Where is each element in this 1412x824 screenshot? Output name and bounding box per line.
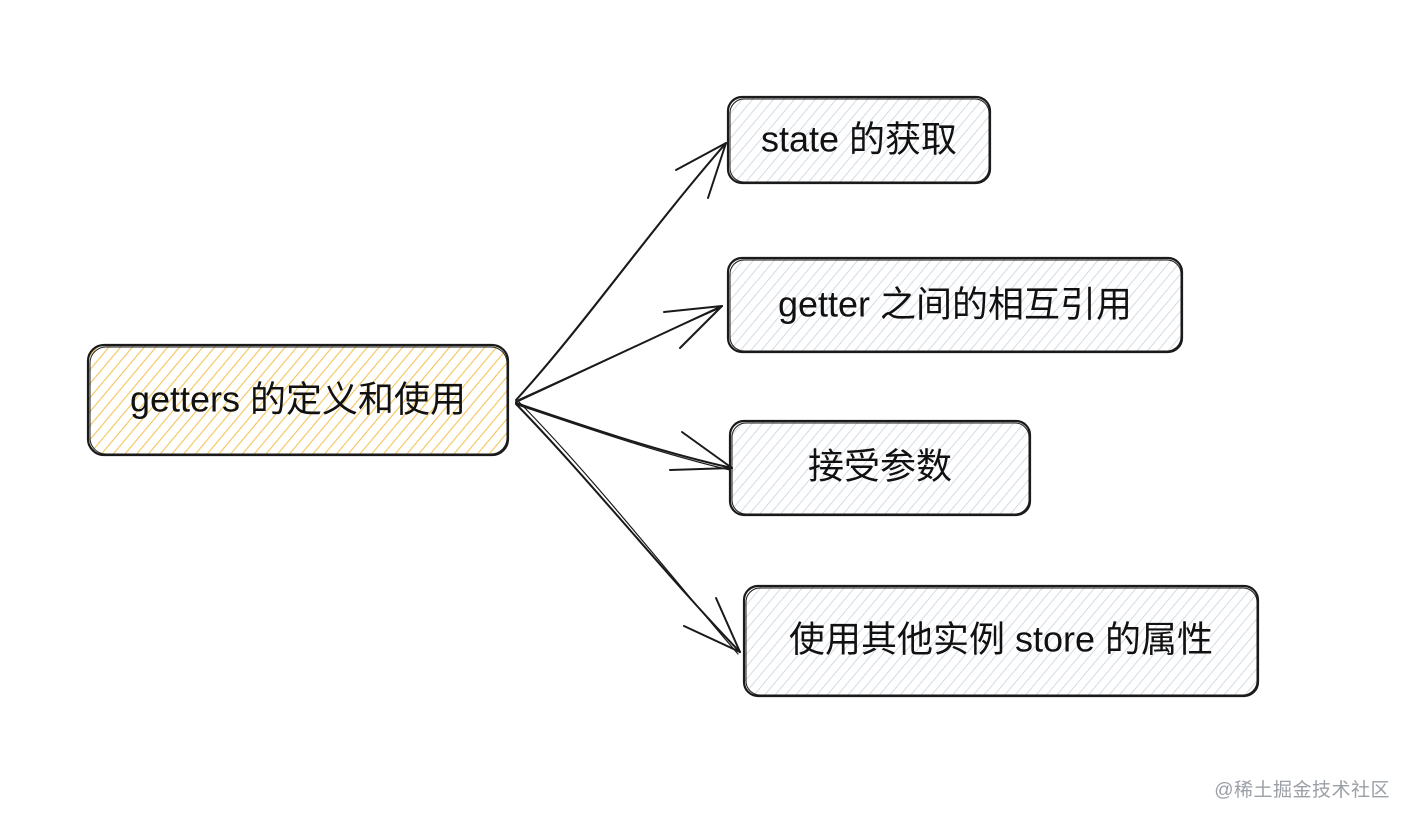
- child-node-store: 使用其他实例 store 的属性: [742, 584, 1260, 698]
- root-node-box-sketch: [89, 346, 508, 455]
- child-node-params-box: [728, 419, 1032, 517]
- root-node-box: [86, 343, 510, 457]
- child-node-state-box: [726, 95, 992, 185]
- child-node-state-label: state 的获取: [761, 119, 957, 160]
- child-node-store-label: 使用其他实例 store 的属性: [789, 619, 1213, 660]
- watermark-text: @稀土掘金技术社区: [1214, 780, 1390, 801]
- connector-to-state: [515, 142, 727, 401]
- root-node-label: getters 的定义和使用: [130, 379, 466, 420]
- child-node-getter-box-sketch: [729, 259, 1182, 352]
- connector-to-store: [515, 401, 741, 655]
- child-node-store-box: [742, 584, 1260, 698]
- connector-to-getter: [515, 305, 723, 403]
- child-node-getter: getter 之间的相互引用: [726, 256, 1184, 354]
- child-node-store-box-sketch: [745, 587, 1258, 696]
- child-node-params: 接受参数: [728, 419, 1032, 517]
- child-node-params-box-sketch: [731, 422, 1030, 515]
- connector-to-params: [515, 402, 733, 471]
- child-node-state-box-sketch: [729, 98, 990, 183]
- connectors: [515, 142, 741, 655]
- root-node: getters 的定义和使用: [86, 343, 510, 457]
- child-node-params-label: 接受参数: [808, 446, 952, 487]
- child-node-getter-label: getter 之间的相互引用: [778, 284, 1132, 325]
- child-node-getter-box: [726, 256, 1184, 354]
- child-node-state: state 的获取: [726, 95, 992, 185]
